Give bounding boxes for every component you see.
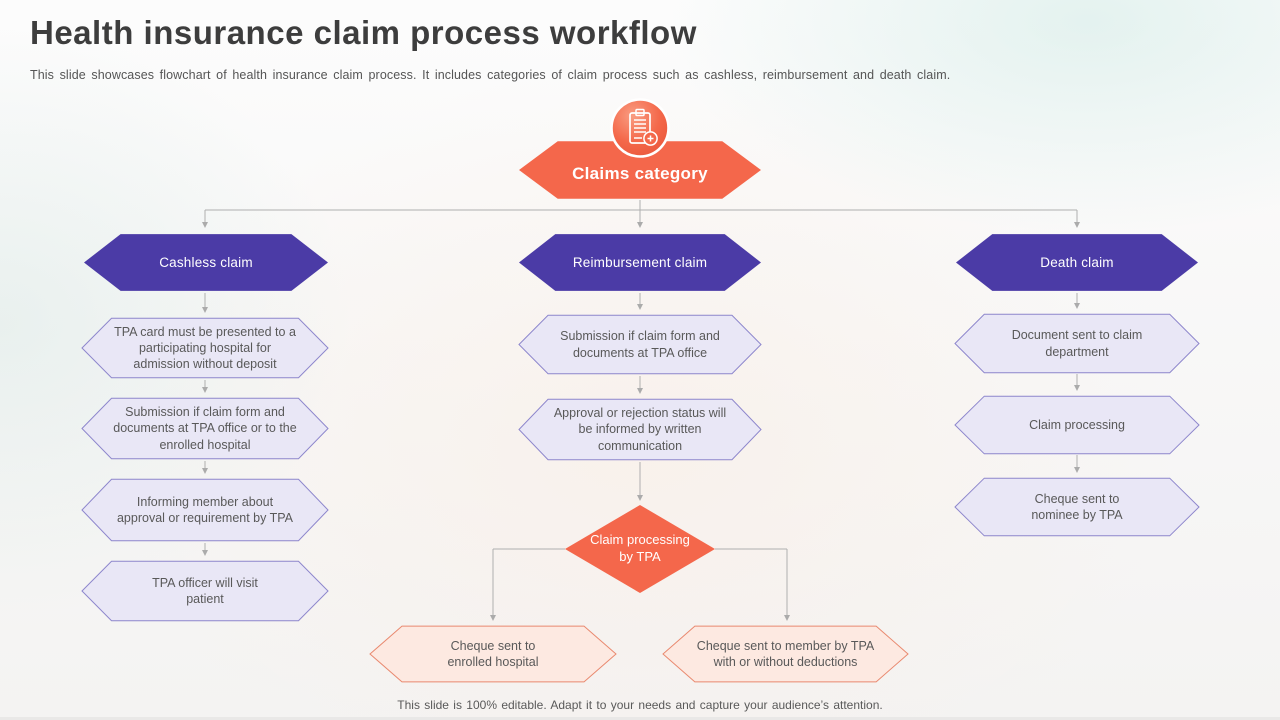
cashless-step-4-node: TPA officer will visit patient bbox=[82, 560, 328, 622]
death-step-2-node: Claim processing bbox=[955, 395, 1199, 455]
death-step-3-label: Cheque sent to nominee by TPA bbox=[1031, 491, 1123, 522]
reimbursement-claim-node: Reimbursement claim bbox=[519, 233, 761, 292]
cashless-step-2-node: Submission if claim form and documents a… bbox=[82, 397, 328, 460]
slide-title: Health insurance claim process workflow bbox=[30, 14, 697, 51]
reimbursement-step-1-label: Submission if claim form and documents a… bbox=[560, 329, 720, 360]
hexagon-shape bbox=[519, 314, 761, 375]
outcome-enrolled-hospital-label: Cheque sent to enrolled hospital bbox=[447, 638, 539, 669]
hexagon-shape bbox=[82, 317, 328, 379]
outcome-member-cheque-node: Cheque sent to member by TPA with or wit… bbox=[663, 625, 908, 683]
hexagon-shape bbox=[84, 234, 328, 291]
death-step-1-label: Document sent to claim department bbox=[1011, 328, 1143, 359]
cashless-step-3-node: Informing member about approval or requi… bbox=[82, 478, 328, 542]
cashless-step-2-label: Submission if claim form and documents a… bbox=[113, 405, 297, 452]
reimbursement-step-1-node: Submission if claim form and documents a… bbox=[519, 314, 761, 375]
hexagon-shape bbox=[82, 560, 328, 622]
hexagon-shape bbox=[955, 395, 1199, 455]
hexagon-shape bbox=[956, 234, 1198, 291]
hexagon-shape bbox=[955, 477, 1199, 537]
reimbursement-claim-label: Reimbursement claim bbox=[572, 254, 708, 270]
death-step-1-node: Document sent to claim department bbox=[955, 313, 1199, 374]
claims-category-label: Claims category bbox=[572, 163, 708, 183]
death-step-2-label: Claim processing bbox=[1029, 417, 1125, 432]
outcome-member-cheque-label: Cheque sent to member by TPA with or wit… bbox=[696, 638, 875, 669]
reimbursement-step-2-label: Approval or rejection status will be inf… bbox=[553, 406, 727, 453]
death-claim-node: Death claim bbox=[956, 233, 1198, 292]
diamond-shape bbox=[565, 505, 715, 593]
cashless-step-1-node: TPA card must be presented to a particip… bbox=[82, 317, 328, 379]
hexagon-shape bbox=[663, 625, 908, 683]
reimbursement-step-2-node: Approval or rejection status will be inf… bbox=[519, 398, 761, 461]
hexagon-shape bbox=[82, 397, 328, 460]
hexagon-shape bbox=[955, 313, 1199, 374]
outcome-enrolled-hospital-node: Cheque sent to enrolled hospital bbox=[370, 625, 616, 683]
cashless-step-3-label: Informing member about approval or requi… bbox=[116, 494, 293, 525]
hexagon-shape bbox=[370, 625, 616, 683]
slide-footer: This slide is 100% editable. Adapt it to… bbox=[397, 698, 883, 712]
hexagon-shape bbox=[519, 398, 761, 461]
medical-claim-clipboard-icon bbox=[610, 98, 670, 158]
slide-subtitle: This slide showcases flowchart of health… bbox=[30, 68, 951, 82]
hexagon-shape bbox=[82, 478, 328, 542]
cashless-claim-node: Cashless claim bbox=[84, 233, 328, 292]
death-step-3-node: Cheque sent to nominee by TPA bbox=[955, 477, 1199, 537]
cashless-claim-label: Cashless claim bbox=[159, 254, 253, 270]
cashless-step-1-label: TPA card must be presented to a particip… bbox=[114, 324, 296, 372]
cashless-step-4-label: TPA officer will visit patient bbox=[152, 575, 258, 606]
claim-processing-decision-label: Claim processing by TPA bbox=[590, 532, 690, 564]
claim-processing-decision-node: Claim processing by TPA bbox=[565, 505, 715, 593]
claims-category-node: Claims category bbox=[519, 140, 761, 200]
hexagon-shape bbox=[519, 234, 761, 291]
death-claim-label: Death claim bbox=[1040, 254, 1114, 270]
hexagon-shape bbox=[519, 141, 761, 199]
